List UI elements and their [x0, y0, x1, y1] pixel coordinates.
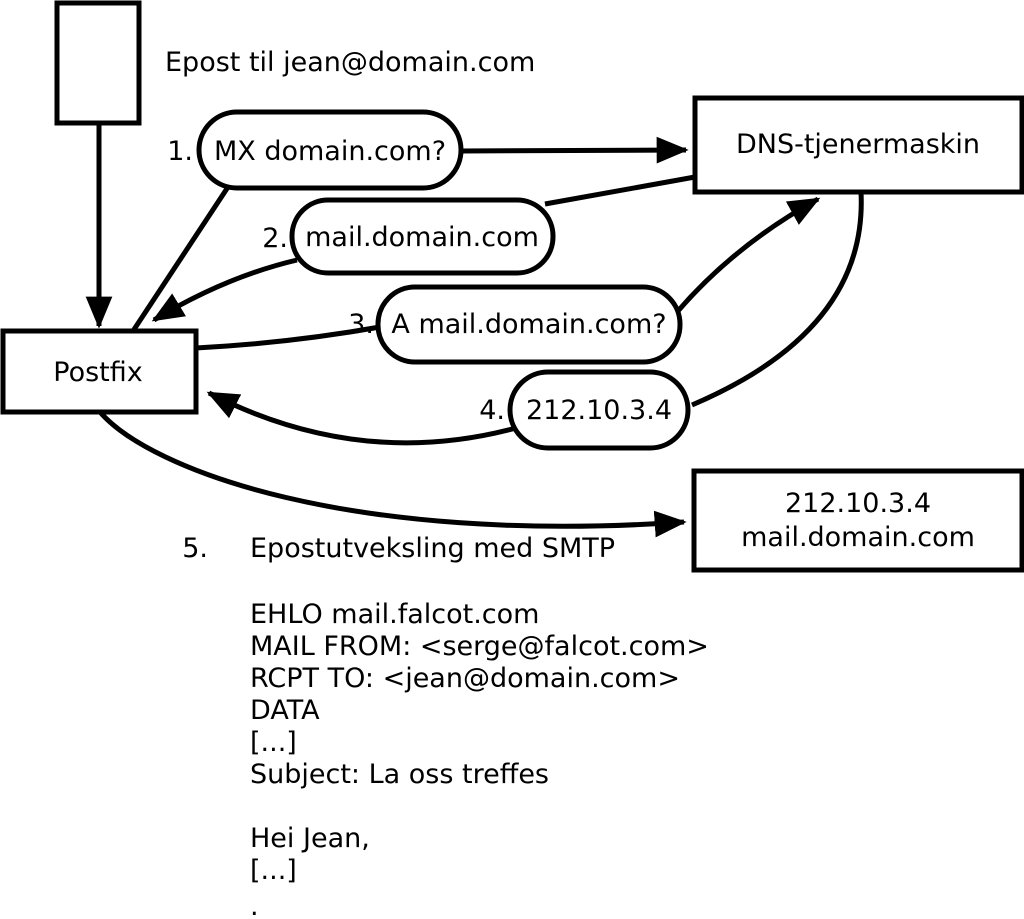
step-2-label: mail.domain.com: [305, 222, 539, 253]
edge-postfix-to-mx-pill: [130, 185, 231, 333]
step-2-number: 2.: [262, 223, 288, 254]
step-4-label: 212.10.3.4: [526, 395, 672, 426]
edge-postfix-to-a-query-pill: [195, 324, 381, 351]
dns-server-box: [692, 95, 1024, 195]
smtp-line-end-dot: .: [250, 891, 259, 919]
smtp-line-subject: Subject: La oss treffes: [250, 759, 549, 790]
smtp-line-ellipsis-1: [...]: [250, 727, 297, 758]
edge-dns-to-mx-answer-pill: [544, 174, 696, 207]
step-2-pill: [289, 197, 556, 276]
mail-server-ip: 212.10.3.4: [785, 488, 931, 519]
smtp-line-ehlo: EHLO mail.falcot.com: [250, 599, 539, 630]
step-5-label: Epostutveksling med SMTP: [250, 533, 615, 564]
arrow-smtp-to-mail-server: [98, 410, 687, 538]
step-1-pill: [196, 109, 464, 191]
step-1-number: 1.: [167, 136, 193, 167]
arrow-mx-query-to-dns: [460, 136, 689, 164]
step-3-pill: [375, 284, 683, 365]
arrow-mx-answer-to-postfix: [151, 257, 298, 323]
step-5-number: 5.: [182, 533, 208, 564]
postfix-label: Postfix: [53, 357, 142, 388]
postfix-box: [0, 328, 199, 415]
step-4-pill: [507, 369, 691, 451]
mail-server-hostname: mail.domain.com: [741, 522, 975, 553]
edge-dns-to-a-answer-pill: [691, 191, 864, 408]
mail-server-box: [691, 468, 1024, 573]
dns-server-label: DNS-tjenermaskin: [736, 129, 980, 160]
email-note: Epost til jean@domain.com: [165, 47, 535, 78]
step-1-label: MX domain.com?: [214, 136, 446, 167]
email-envelope-icon: [54, 0, 142, 126]
step-3-number: 3.: [348, 309, 374, 340]
smtp-line-rcpt-to: RCPT TO: <jean@domain.com>: [250, 663, 680, 694]
smtp-line-greeting: Hei Jean,: [250, 823, 370, 854]
smtp-line-data: DATA: [250, 695, 320, 726]
arrow-a-answer-to-postfix: [206, 390, 517, 446]
arrow-a-query-to-dns: [676, 196, 821, 313]
smtp-line-mail-from: MAIL FROM: <serge@falcot.com>: [250, 631, 709, 662]
step-3-label: A mail.domain.com?: [391, 309, 666, 340]
step-4-number: 4.: [479, 395, 505, 426]
smtp-line-ellipsis-2: [...]: [250, 855, 297, 886]
